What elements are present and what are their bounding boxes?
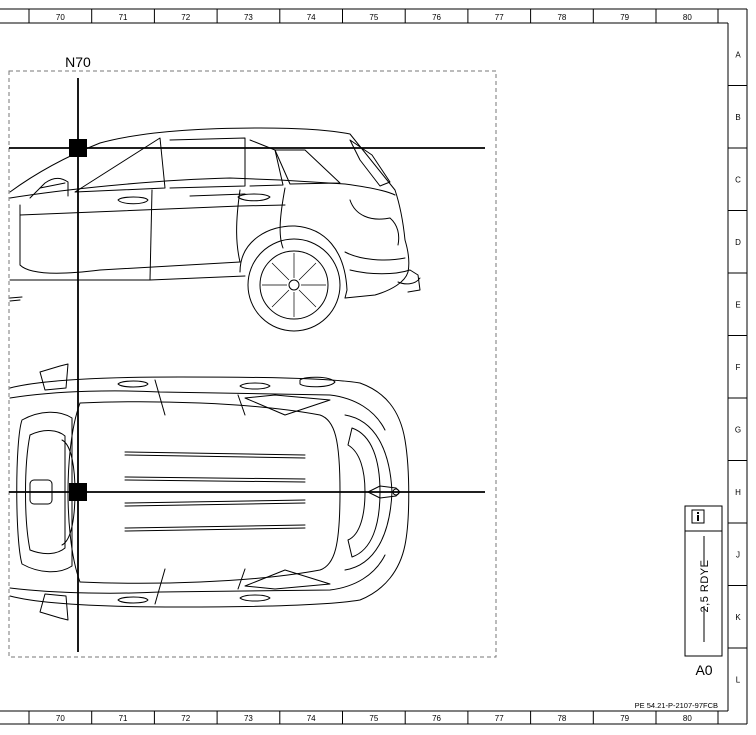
row-label: F: [736, 363, 741, 372]
column-label-bottom: 70: [56, 714, 65, 723]
column-label-bottom: 80: [683, 714, 692, 723]
row-label: A: [735, 50, 741, 59]
component-marker-side[interactable]: [69, 139, 87, 157]
row-label: K: [735, 613, 741, 622]
row-label: J: [736, 550, 740, 559]
column-label-top: 79: [620, 13, 629, 22]
document-id: PE 54.21-P-2107-97FCB: [635, 701, 718, 710]
column-label-bottom: 74: [307, 714, 316, 723]
component-location-region: [8, 70, 497, 658]
row-ruler-right: A B C D E F G H J K L: [728, 50, 747, 684]
component-marker-top[interactable]: [69, 483, 87, 501]
column-label-bottom: 77: [495, 714, 504, 723]
column-label-bottom: 78: [557, 714, 566, 723]
row-label: E: [735, 300, 740, 309]
column-label-top: 77: [495, 13, 504, 22]
component-label: N70: [65, 54, 91, 70]
sheet-frame: [0, 8, 748, 725]
column-label-top: 73: [244, 13, 253, 22]
column-ruler-bottom: 70 71 72 73 74 75 76 77 78 79 80: [28, 711, 692, 724]
column-label-top: 71: [119, 13, 128, 22]
row-label: B: [735, 113, 740, 122]
vehicle-side-view: [9, 127, 421, 332]
column-label-bottom: 79: [620, 714, 629, 723]
column-label-bottom: 72: [181, 714, 190, 723]
row-label: C: [735, 175, 741, 184]
column-label-top: 80: [683, 13, 692, 22]
column-label-top: 72: [181, 13, 190, 22]
wire-label: 2,5 RDYE: [699, 560, 711, 613]
connector-box[interactable]: 2,5 RDYE: [684, 505, 723, 657]
column-label-bottom: 76: [432, 714, 441, 723]
row-label: G: [735, 425, 741, 434]
column-label-top: 76: [432, 13, 441, 22]
row-label: H: [735, 488, 741, 497]
column-label-bottom: 73: [244, 714, 253, 723]
column-label-bottom: 71: [119, 714, 128, 723]
column-label-top: 70: [56, 13, 65, 22]
connector-label: A0: [695, 662, 712, 678]
column-ruler-top: 70 71 72 73 74 75 76 77 78 79 80: [28, 9, 692, 23]
column-label-top: 74: [307, 13, 316, 22]
column-label-bottom: 75: [369, 714, 378, 723]
column-label-top: 75: [369, 13, 378, 22]
row-label: D: [735, 238, 741, 247]
column-label-top: 78: [557, 13, 566, 22]
row-label: L: [736, 675, 741, 684]
locator-crosshair-lines: [9, 78, 485, 652]
